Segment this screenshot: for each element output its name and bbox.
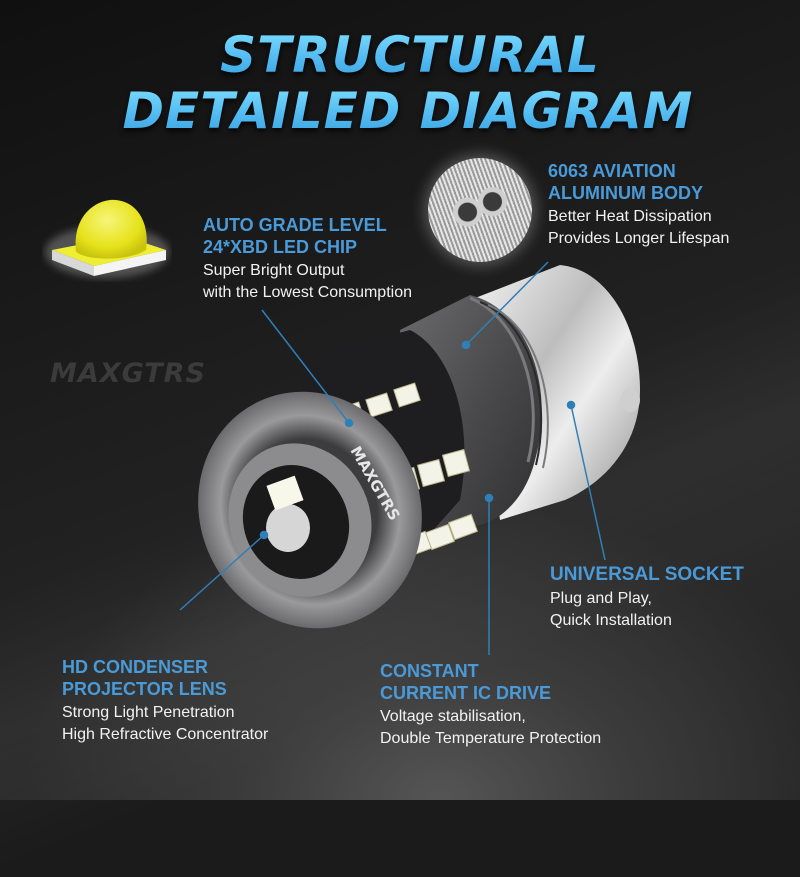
feature-description: Double Temperature Protection <box>380 730 602 747</box>
feature-description: with the Lowest Consumption <box>203 284 412 301</box>
feature-description: Provides Longer Lifespan <box>548 230 730 247</box>
aluminum-heatsink-icon <box>428 158 532 262</box>
title-line-2: DETAILED DIAGRAM <box>8 82 800 140</box>
feature-universal-socket: UNIVERSAL SOCKET Plug and Play, Quick In… <box>550 564 744 632</box>
brand-watermark: MAXGTRS <box>50 358 206 389</box>
bulb-illustration: MAXGTRS <box>179 261 640 655</box>
feature-heading: HD CONDENSER <box>62 657 209 677</box>
feature-description: High Refractive Concentrator <box>62 726 269 743</box>
front-ring: MAXGTRS <box>198 391 422 629</box>
feature-heading: AUTO GRADE LEVEL <box>203 215 387 235</box>
feature-heading: ALUMINUM BODY <box>548 183 703 203</box>
feature-description: Strong Light Penetration <box>62 704 235 721</box>
feature-description: Voltage stabilisation, <box>380 708 526 725</box>
feature-heading: 6063 AVIATION <box>548 161 676 181</box>
feature-heading: PROJECTOR LENS <box>62 679 227 699</box>
feature-aluminum-body: 6063 AVIATION ALUMINUM BODY Better Heat … <box>548 160 729 250</box>
feature-heading: CURRENT IC DRIVE <box>380 683 552 703</box>
feature-led-chip: AUTO GRADE LEVEL 24*XBD LED CHIP Super B… <box>203 214 412 304</box>
feature-projector-lens: HD CONDENSER PROJECTOR LENS Strong Light… <box>62 656 268 746</box>
leader-lines <box>179 261 606 655</box>
feature-heading: 24*XBD LED CHIP <box>203 237 358 257</box>
title-line-1: STRUCTURAL <box>10 26 800 84</box>
feature-description: Better Heat Dissipation <box>548 208 712 225</box>
feature-ic-drive: CONSTANT CURRENT IC DRIVE Voltage stabil… <box>380 660 601 750</box>
feature-heading: CONSTANT <box>380 661 479 681</box>
feature-description: Quick Installation <box>550 612 672 629</box>
feature-description: Plug and Play, <box>550 590 652 607</box>
feature-heading: UNIVERSAL SOCKET <box>550 564 744 585</box>
led-chip-icon <box>45 199 169 278</box>
feature-description: Super Bright Output <box>203 262 345 279</box>
